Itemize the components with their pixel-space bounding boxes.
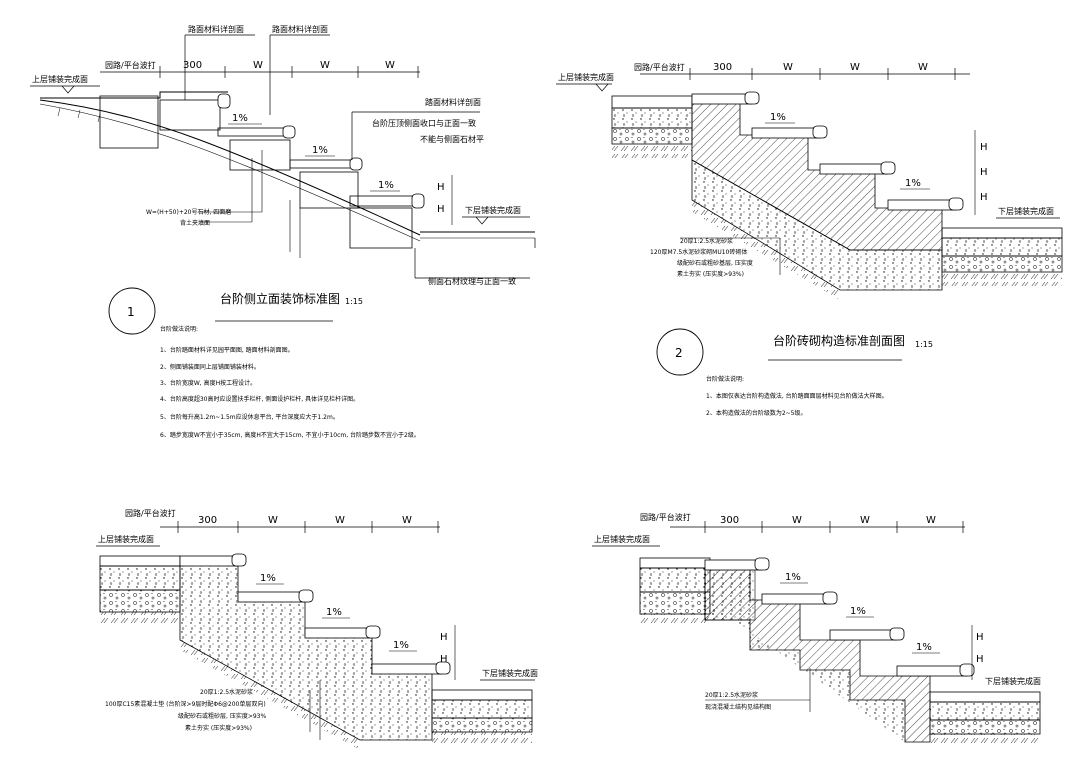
h-label-3a: H — [440, 632, 448, 643]
detail-3-layer-2: 100厚C15素混凝土垫 (台阶深>9层时配Φ6@200单层双向) — [105, 700, 266, 708]
dim-w-4b: W — [860, 515, 870, 526]
label-road-level-4: 园路/平台波打 — [640, 512, 691, 522]
detail-2-note-2: 2、本构造做法的台阶级数为2~5级。 — [706, 409, 806, 417]
detail-4-layer-1: 20厚1:2.5水泥砂浆 — [705, 691, 758, 699]
dim-w-3a: W — [268, 515, 278, 526]
detail-4-cast-concrete-section: 园路/平台波打 300 W W W 上层铺装完成面 1% 1% 1 — [592, 512, 1041, 746]
h-label-1b: H — [437, 204, 445, 215]
slope-1b: 1% — [312, 145, 328, 156]
label-side-stone: 侧面石材纹理与正面一致 — [428, 276, 516, 286]
h-label-3b: H — [440, 654, 448, 665]
dim-w-2b: W — [850, 62, 860, 73]
dim-w-1c: W — [385, 60, 395, 71]
dim-w-4a: W — [792, 515, 802, 526]
dim-w-3c: W — [402, 515, 412, 526]
label-top-material-2: 路面材料详剖面 — [272, 24, 328, 34]
detail-2-note-1: 1、本图仅表达台阶构造做法, 台阶踏面面层材料见台阶做法大样图。 — [706, 392, 888, 400]
detail-3-layer-3: 级配砂石或粗砂层, 压实度>93% — [178, 712, 266, 720]
dim-300-2: 300 — [713, 62, 732, 73]
detail-1-side-elevation: 路面材料详剖面 路面材料详剖面 园路/平台波打 300 W W W 上层铺装完成… — [30, 24, 536, 439]
slope-4c: 1% — [916, 642, 932, 653]
label-top-material: 路面材料详剖面 — [188, 24, 244, 34]
detail-3-layer-4: 素土夯实 (压实度>93%) — [185, 724, 252, 732]
label-upper-finish-1: 上层铺装完成面 — [32, 74, 88, 84]
dim-w-1a: W — [253, 60, 263, 71]
label-upper-finish-4: 上层铺装完成面 — [594, 534, 650, 544]
label-road-level-1: 园路/平台波打 — [105, 60, 156, 70]
slope-1a: 1% — [232, 113, 248, 124]
detail-2-brick-section: 园路/平台波打 300 W W W 上层铺装完成面 1% 1% — [556, 62, 1063, 417]
label-lower-finish-4: 下层铺装完成面 — [985, 676, 1041, 686]
label-upper-finish-2: 上层铺装完成面 — [558, 72, 614, 82]
slope-3b: 1% — [326, 607, 342, 618]
slope-2a: 1% — [770, 112, 786, 123]
detail-2-scale: 1:15 — [915, 340, 933, 349]
dim-300-1: 300 — [183, 60, 202, 71]
detail-1-note-3: 3、台阶宽度W, 高度H按工程设计。 — [160, 379, 256, 387]
label-upper-finish-3: 上层铺装完成面 — [98, 534, 154, 544]
detail-1-title: 台阶侧立面装饰标准图 — [220, 291, 340, 306]
detail-1-note-1: 1、台阶踏面材料详见园平面图, 踏面材料剖面图。 — [160, 346, 294, 354]
dim-300-4: 300 — [720, 515, 739, 526]
detail-2-notes-title: 台阶做法说明: — [706, 375, 744, 383]
detail-1-note-4: 4、台阶高度超30高时应设置扶手栏杆, 侧面设护栏杆, 具体详见栏杆详图。 — [160, 395, 359, 403]
h-label-1a: H — [437, 182, 445, 193]
slope-2b: 1% — [905, 178, 921, 189]
detail-1-number: 1 — [127, 305, 135, 319]
dim-w-3b: W — [335, 515, 345, 526]
slope-1c: 1% — [378, 180, 394, 191]
detail-1-notes-title: 台阶做法说明: — [160, 325, 198, 333]
h-label-2c: H — [980, 192, 988, 203]
slope-3c: 1% — [393, 640, 409, 651]
label-face: 背土夹填面 — [180, 219, 210, 227]
dim-w-4c: W — [926, 515, 936, 526]
label-right-material: 踏面材料详剖面 — [425, 97, 481, 107]
detail-3-concrete-section: 园路/平台波打 300 W W W 上层铺装完成面 1% 1% 1% — [96, 508, 538, 750]
detail-1-note-2: 2、侧面铺装面同上层铺面铺装材料。 — [160, 363, 260, 371]
detail-2-number-circle — [656, 328, 704, 376]
detail-1-number-circle — [108, 287, 156, 335]
label-tread-edge: 台阶压顶侧面收口与正面一致 — [372, 118, 476, 128]
label-road-level-2: 园路/平台波打 — [634, 62, 685, 72]
h-label-4b: H — [976, 654, 984, 665]
detail-2-number: 2 — [675, 346, 683, 360]
detail-2-layer-3: 级配砂石或粗砂基层, 压实度 — [677, 259, 753, 267]
detail-2-title: 台阶砖砌构造标准剖面图 — [773, 333, 905, 348]
dim-w-2c: W — [918, 62, 928, 73]
slope-4a: 1% — [785, 572, 801, 583]
detail-1-note-5: 5、台阶每升高1.2m~1.5m应设休息平台, 平台深度应大于1.2m。 — [160, 413, 339, 421]
dim-w-2a: W — [783, 62, 793, 73]
detail-3-layer-1: 20厚1:2.5水泥砂浆 — [200, 688, 253, 696]
dim-300-3: 300 — [198, 515, 217, 526]
detail-1-scale: 1:15 — [345, 297, 363, 306]
label-formula: W=(H+50)+20号石材, 四面磨 — [146, 208, 231, 216]
label-lower-finish-2: 下层铺装完成面 — [998, 206, 1054, 216]
h-label-4a: H — [976, 632, 984, 643]
dim-w-1b: W — [320, 60, 330, 71]
detail-2-layer-1: 20厚1:2.5水泥砂浆 — [680, 237, 733, 245]
label-road-level-3: 园路/平台波打 — [125, 508, 176, 518]
h-label-2b: H — [980, 167, 988, 178]
detail-2-layer-2: 120厚M7.5水泥砂浆砌MU10砖砌体 — [650, 248, 747, 256]
label-lower-finish-1: 下层铺装完成面 — [465, 205, 521, 215]
label-not-flush: 不能与侧面石材平 — [420, 134, 484, 144]
slope-4b: 1% — [850, 606, 866, 617]
detail-2-layer-4: 素土夯实 (压实度>93%) — [677, 270, 744, 278]
detail-1-note-6: 6、踏步宽度W不宜小于35cm, 高度H不宜大于15cm, 不宜小于10cm, … — [160, 431, 420, 439]
h-label-2a: H — [980, 142, 988, 153]
label-lower-finish-3: 下层铺装完成面 — [482, 668, 538, 678]
detail-4-layer-2: 现浇混凝土结构见结构图 — [705, 703, 771, 711]
slope-3a: 1% — [260, 573, 276, 584]
